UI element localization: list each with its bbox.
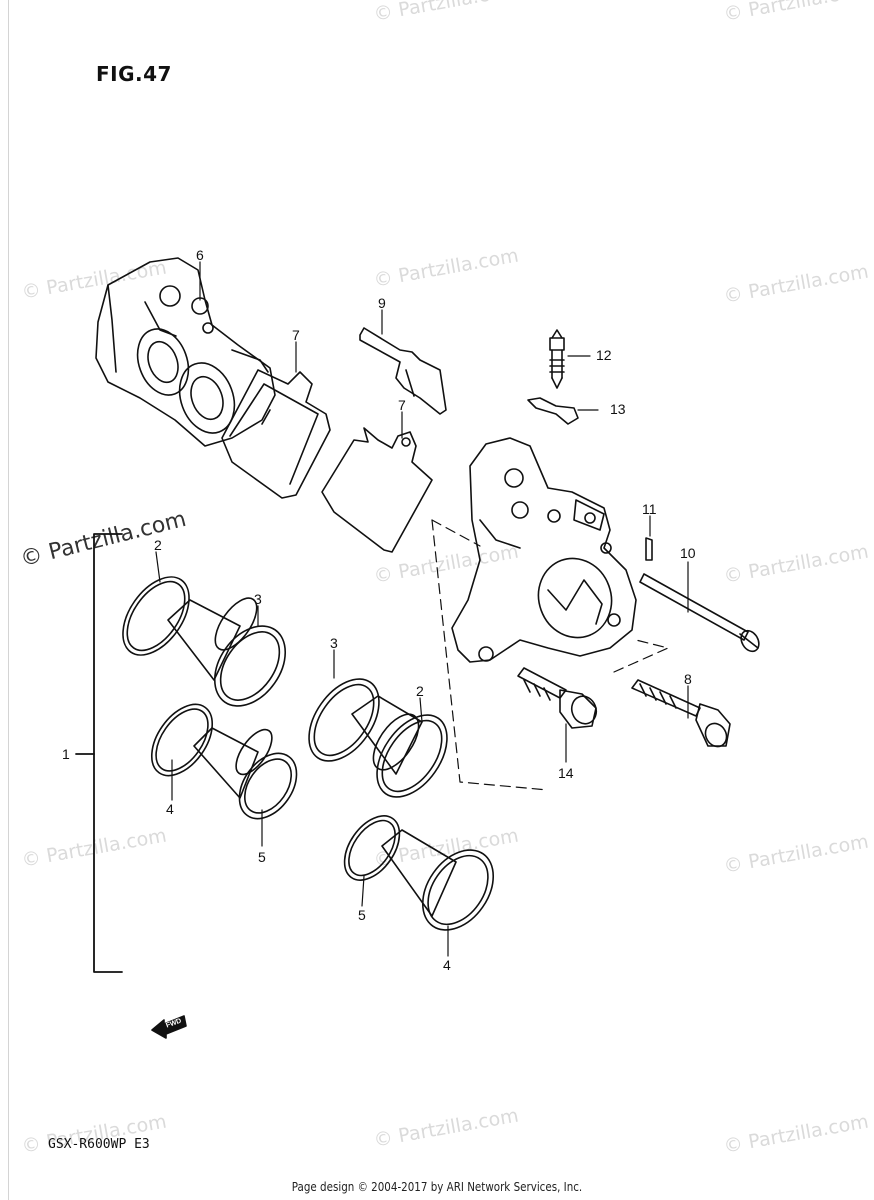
forward-arrow-icon xyxy=(151,1015,187,1039)
callout-7[interactable]: 7 xyxy=(398,397,406,413)
callout-12[interactable]: 12 xyxy=(596,347,612,363)
caliper-bolt xyxy=(631,679,731,748)
piston-right-lower xyxy=(381,829,457,917)
callout-14[interactable]: 14 xyxy=(558,765,574,781)
brake-pad-upper xyxy=(221,369,331,499)
assembly-bracket xyxy=(75,533,123,973)
bleeder-cap xyxy=(527,397,579,425)
model-code: GSX-R600WP E3 xyxy=(48,1137,150,1152)
callout-2[interactable]: 2 xyxy=(154,537,162,553)
bleeder-valve xyxy=(549,329,565,389)
callout-3[interactable]: 3 xyxy=(254,591,262,607)
page-edge-rule xyxy=(8,0,9,1200)
callout-3[interactable]: 3 xyxy=(330,635,338,651)
dust-seal-left-3 xyxy=(213,625,287,707)
figure-title: FIG.47 xyxy=(96,62,172,86)
caliper-housing-inner xyxy=(451,437,637,663)
page-footer: Page design © 2004-2017 by ARI Network S… xyxy=(291,1180,583,1194)
caliper-housing-outer xyxy=(95,257,276,447)
callout-11[interactable]: 11 xyxy=(642,501,657,517)
dust-seal-right-5 xyxy=(343,815,401,881)
callout-13[interactable]: 13 xyxy=(610,401,626,417)
piston-seal-right-2 xyxy=(376,714,448,798)
piston-left-lower xyxy=(193,727,273,799)
dust-seal-left-5 xyxy=(238,752,298,820)
callout-4[interactable]: 4 xyxy=(166,801,174,817)
piston-seal-left-4 xyxy=(150,703,214,777)
callout-9[interactable]: 9 xyxy=(378,295,386,311)
callout-5[interactable]: 5 xyxy=(258,849,266,865)
pad-mounting-pin xyxy=(639,573,760,653)
alignment-lines xyxy=(431,519,669,791)
caliper-pin xyxy=(645,537,653,561)
piston-seal-left-2 xyxy=(122,576,190,656)
leader-lines xyxy=(155,261,689,957)
callout-10[interactable]: 10 xyxy=(680,545,696,561)
piston-seal-right-4 xyxy=(421,849,495,931)
callout-8[interactable]: 8 xyxy=(684,671,692,687)
callout-4[interactable]: 4 xyxy=(443,957,451,973)
callout-5[interactable]: 5 xyxy=(358,907,366,923)
callout-7[interactable]: 7 xyxy=(292,327,300,343)
piston-right-upper xyxy=(351,695,423,775)
callout-2[interactable]: 2 xyxy=(416,683,424,699)
flange-bolt xyxy=(517,667,598,729)
pad-spring xyxy=(359,327,447,415)
brake-pad-lower xyxy=(321,427,433,553)
callout-6[interactable]: 6 xyxy=(196,247,204,263)
dust-seal-right-3 xyxy=(308,678,380,762)
piston-left-upper xyxy=(167,597,258,681)
callout-1[interactable]: 1 xyxy=(62,746,70,762)
